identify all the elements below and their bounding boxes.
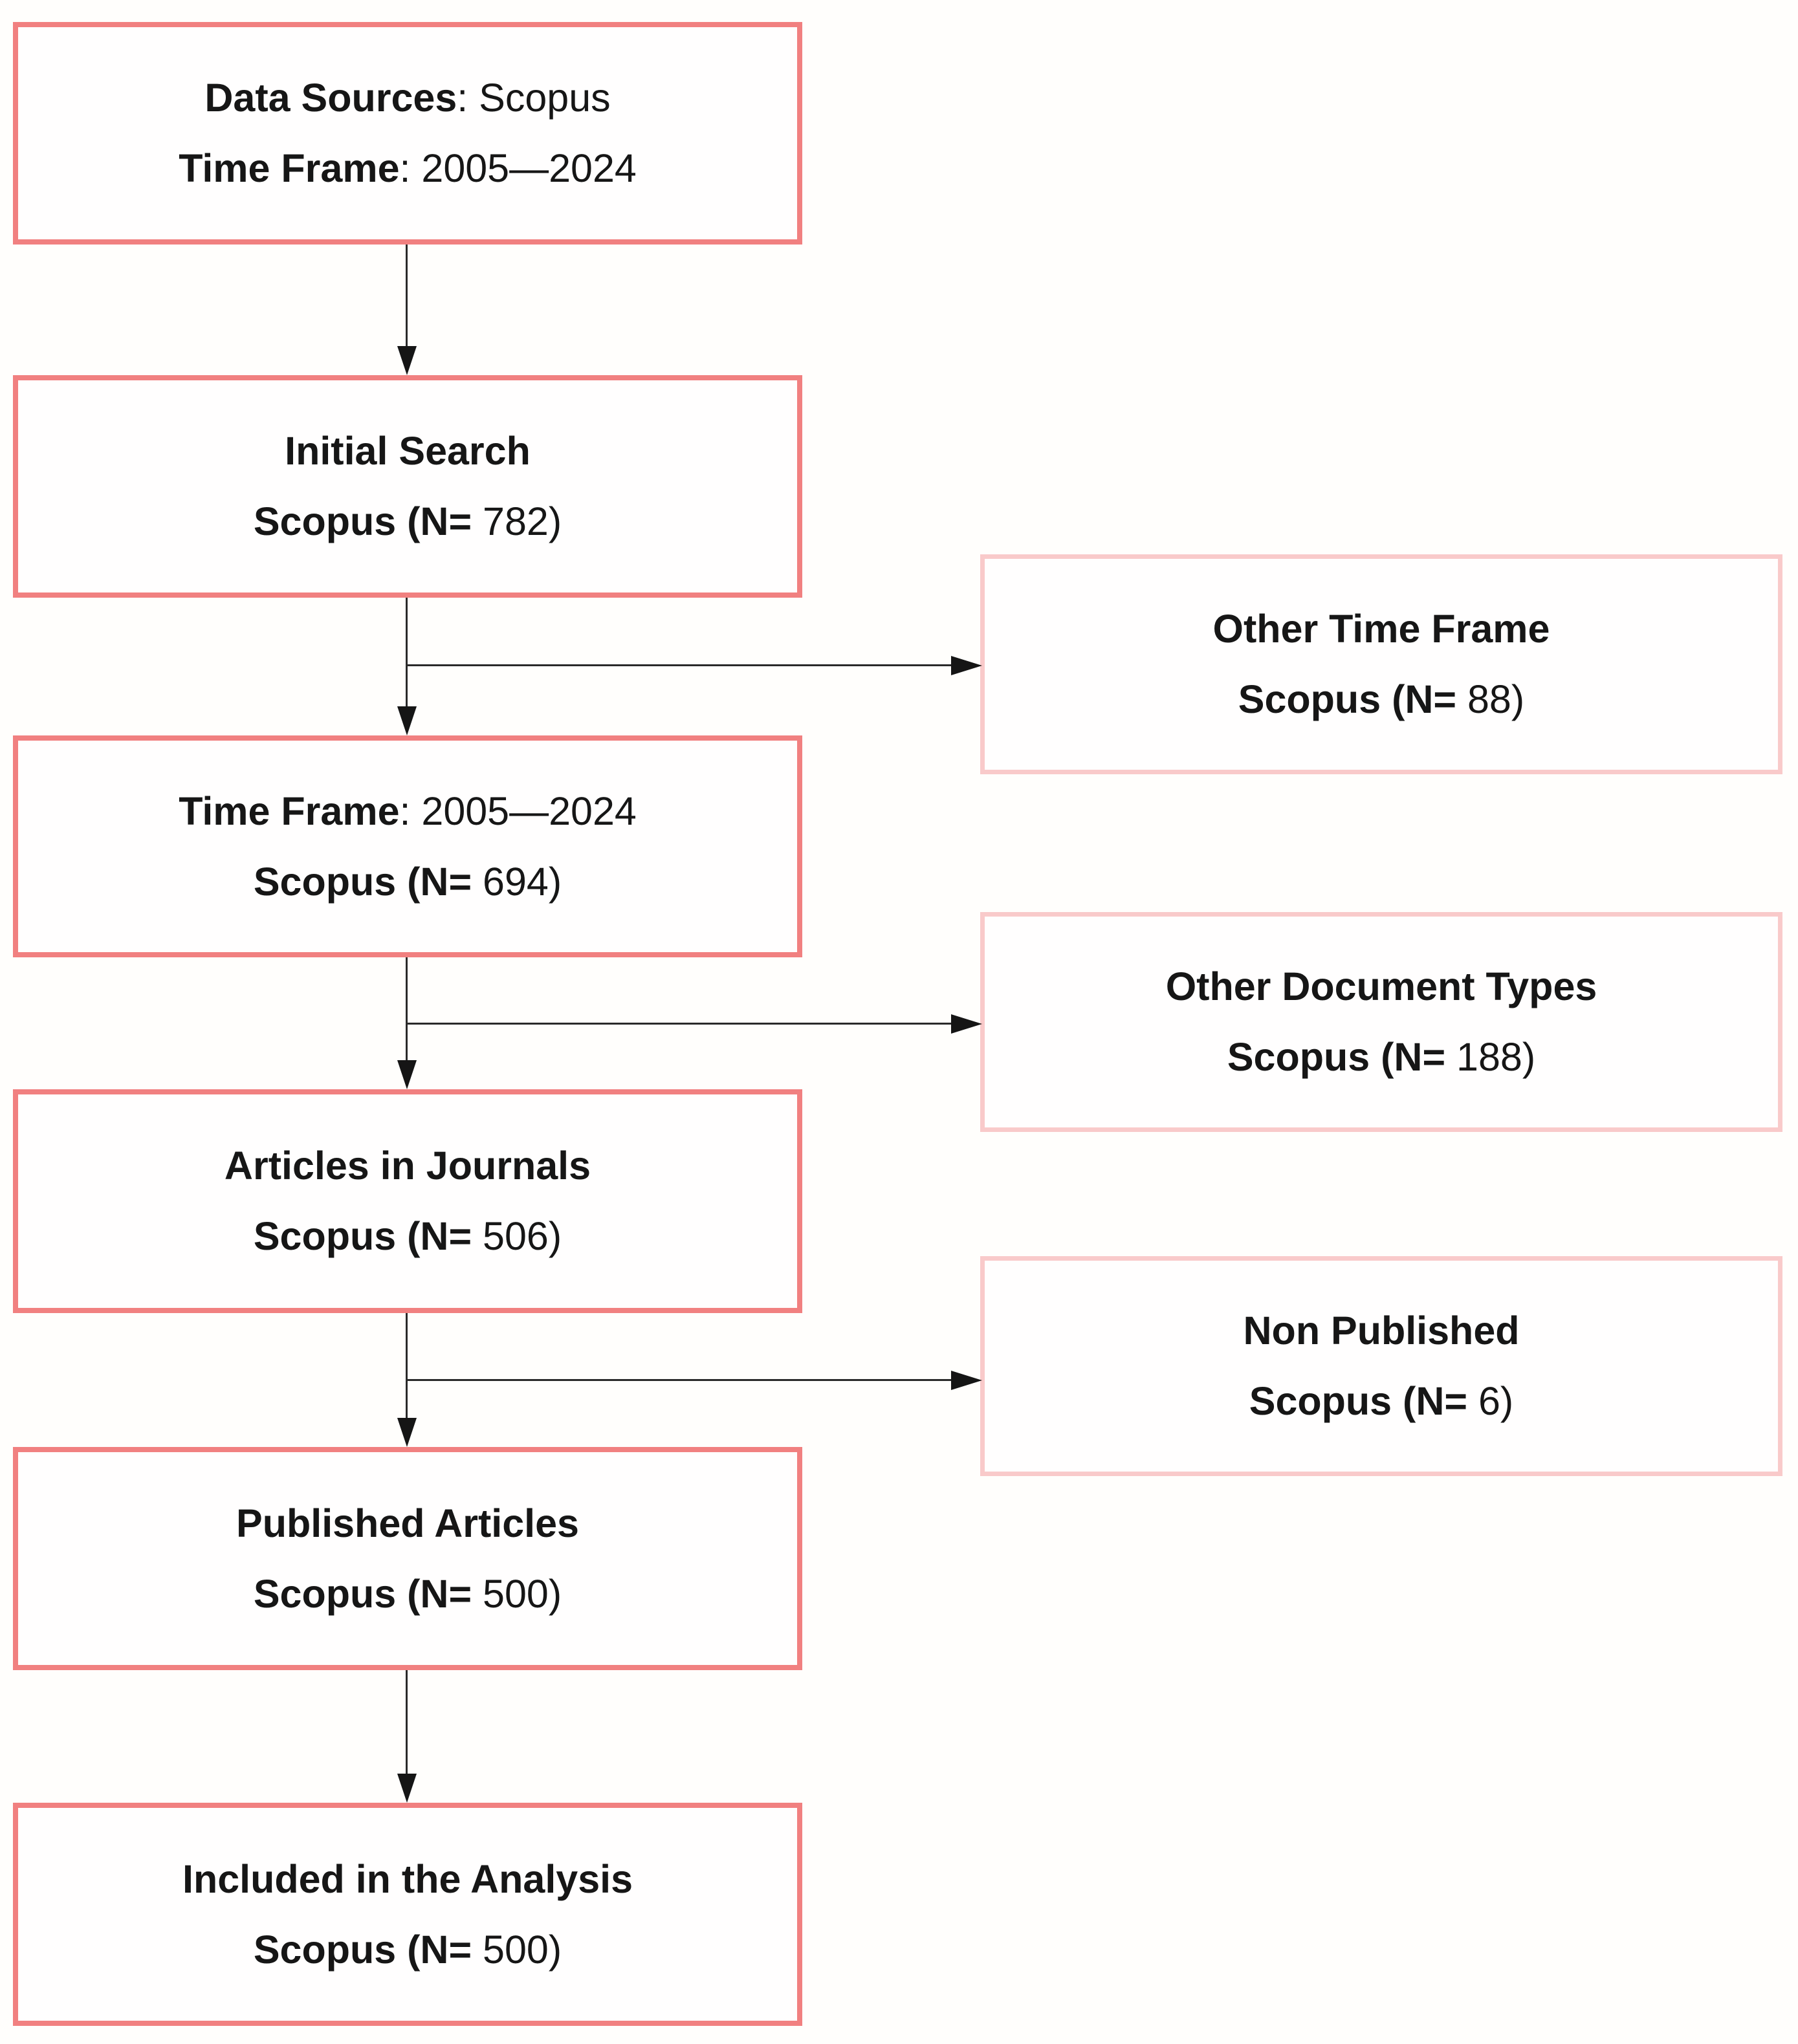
box-text-line: Scopus (N= 6) <box>1249 1366 1513 1437</box>
box-line-regular-text: 188) <box>1445 1035 1536 1079</box>
box-line-bold-text: Included in the Analysis <box>182 1856 633 1901</box>
box-line-bold-text: Scopus (N= <box>1238 677 1457 721</box>
arrow-shaft <box>406 1313 408 1419</box>
arrow-shaft <box>406 957 408 1061</box>
flow-box-time-frame: Time Frame: 2005—2024 Scopus (N= 694) <box>13 735 802 957</box>
box-line-regular-text: : 2005—2024 <box>399 788 637 833</box>
box-text-line: Included in the Analysis <box>182 1844 633 1915</box>
arrow-down-1 <box>397 245 417 375</box>
box-line-regular-text: : 2005—2024 <box>399 146 637 190</box>
box-text-line: Time Frame: 2005—2024 <box>179 776 637 847</box>
box-line-bold-text: Scopus (N= <box>253 499 472 543</box>
box-line-bold-text: Time Frame <box>179 146 400 190</box>
box-line-regular-text: 6) <box>1467 1379 1514 1423</box>
flow-box-articles-in-journals: Articles in Journals Scopus (N= 506) <box>13 1089 802 1313</box>
flow-box-published-articles: Published Articles Scopus (N= 500) <box>13 1447 802 1670</box>
box-line-bold-text: Scopus (N= <box>1227 1035 1446 1079</box>
arrow-down-icon <box>397 1774 417 1803</box>
box-line-bold-text: Other Document Types <box>1165 964 1597 1009</box>
arrow-right-other-document-types <box>408 1014 982 1034</box>
box-line-bold-text: Scopus (N= <box>253 1571 472 1616</box>
arrow-down-4 <box>397 1313 417 1447</box>
box-text-line: Other Document Types <box>1166 951 1597 1022</box>
flow-box-data-sources: Data Sources: Scopus Time Frame: 2005—20… <box>13 22 802 245</box>
box-line-bold-text: Articles in Journals <box>224 1144 591 1188</box>
box-line-bold-text: Scopus (N= <box>253 859 472 904</box>
box-text-line: Scopus (N= 694) <box>254 847 562 917</box>
box-line-regular-text: 500) <box>472 1927 562 1972</box>
arrow-down-icon <box>397 1060 417 1089</box>
box-text-line: Scopus (N= 500) <box>254 1559 562 1629</box>
box-text-line: Other Time Frame <box>1213 594 1550 664</box>
arrow-right-icon <box>951 1371 982 1390</box>
arrow-shaft <box>406 1670 408 1774</box>
arrow-right-other-time-frame <box>408 655 982 676</box>
box-line-regular-text: 506) <box>472 1214 562 1258</box>
box-line-bold-text: Non Published <box>1243 1309 1520 1353</box>
arrow-shaft <box>408 1379 954 1381</box>
box-line-bold-text: Published Articles <box>236 1501 579 1545</box>
box-text-line: Scopus (N= 782) <box>254 486 562 557</box>
box-line-regular-text: 782) <box>472 499 562 543</box>
arrow-down-5 <box>397 1670 417 1803</box>
flow-box-included-in-analysis: Included in the Analysis Scopus (N= 500) <box>13 1803 802 2026</box>
box-line-regular-text: : Scopus <box>457 76 611 120</box>
arrow-down-icon <box>397 346 417 375</box>
box-text-line: Scopus (N= 88) <box>1238 664 1524 735</box>
box-text-line: Initial Search <box>285 416 531 486</box>
box-line-bold-text: Scopus (N= <box>253 1214 472 1258</box>
box-text-line: Published Articles <box>236 1488 579 1559</box>
box-line-bold-text: Scopus (N= <box>253 1927 472 1972</box>
arrow-down-icon <box>397 1418 417 1447</box>
arrow-down-icon <box>397 706 417 735</box>
box-line-bold-text: Time Frame <box>179 788 400 833</box>
arrow-down-3 <box>397 957 417 1089</box>
arrow-shaft <box>406 245 408 347</box>
arrow-right-icon <box>951 1014 982 1034</box>
arrow-down-2 <box>397 598 417 735</box>
box-text-line: Non Published <box>1244 1296 1520 1366</box>
box-line-regular-text: 694) <box>472 859 562 904</box>
box-text-line: Time Frame: 2005—2024 <box>179 133 637 204</box>
arrow-right-non-published <box>408 1370 982 1391</box>
arrow-shaft <box>408 664 954 666</box>
box-text-line: Scopus (N= 188) <box>1227 1022 1535 1093</box>
flow-box-non-published: Non Published Scopus (N= 6) <box>980 1256 1782 1476</box>
box-line-bold-text: Other Time Frame <box>1212 607 1550 651</box>
box-text-line: Data Sources: Scopus <box>204 63 610 133</box>
box-text-line: Articles in Journals <box>225 1131 591 1201</box>
box-line-bold-text: Data Sources <box>204 76 457 120</box>
box-line-regular-text: 88) <box>1456 677 1525 721</box>
flow-box-initial-search: Initial Search Scopus (N= 782) <box>13 375 802 598</box>
box-text-line: Scopus (N= 500) <box>254 1915 562 1985</box>
box-line-bold-text: Scopus (N= <box>1249 1379 1468 1423</box>
arrow-right-icon <box>951 656 982 675</box>
arrow-shaft <box>406 598 408 707</box>
box-line-regular-text: 500) <box>472 1571 562 1616</box>
box-line-bold-text: Initial Search <box>285 429 531 473</box>
flow-box-other-time-frame: Other Time Frame Scopus (N= 88) <box>980 554 1782 774</box>
box-text-line: Scopus (N= 506) <box>254 1201 562 1272</box>
flow-box-other-document-types: Other Document Types Scopus (N= 188) <box>980 912 1782 1132</box>
arrow-shaft <box>408 1023 954 1025</box>
